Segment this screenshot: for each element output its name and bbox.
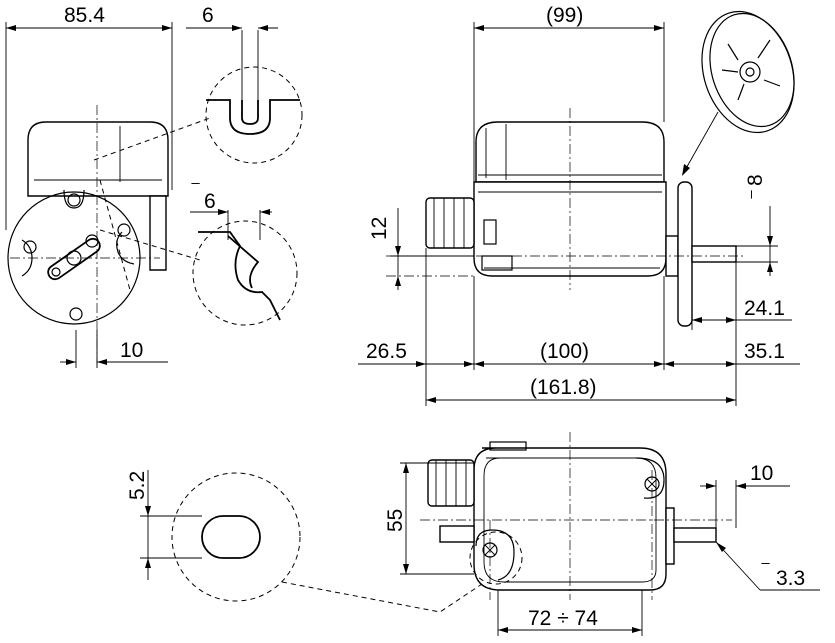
- slot-hole: [201, 515, 261, 559]
- dim-hole-dia: ⁻: [760, 556, 771, 579]
- dim-gland-length: 26.5: [366, 340, 407, 363]
- front-view: 85.4 6 ⁻ 6 10: [5, 4, 303, 368]
- svg-text:3.3: 3.3: [776, 567, 805, 590]
- front-housing-side: [149, 195, 167, 271]
- detail-circle-top: [205, 66, 303, 164]
- dim-box-length-top: (99): [546, 4, 583, 27]
- dim-box-length: (100): [540, 340, 589, 363]
- lever-flange: [677, 181, 693, 327]
- bottom-view: 5.2 55: [126, 432, 820, 636]
- dim-mount-offset: 10: [120, 339, 143, 362]
- dim-shaft-flat: 10: [750, 462, 773, 485]
- detail-circle-mid: [192, 220, 298, 326]
- dim-base-width: 55: [384, 509, 407, 532]
- shaft: [691, 245, 737, 263]
- side-view: (99) 12 ⁻ 8 24.1 26.5 (100: [358, 4, 800, 406]
- bottom-flange: [665, 507, 675, 565]
- dim-slot-height: 5.2: [126, 471, 149, 500]
- dim-mount-spacing: 72 ÷ 74: [528, 607, 598, 630]
- bottom-tab: [439, 525, 475, 543]
- svg-text:8: 8: [744, 174, 767, 186]
- detail-circle-slot: [171, 472, 301, 602]
- svg-text:6: 6: [204, 190, 216, 213]
- bottom-cable-gland: [427, 459, 475, 507]
- dim-slot-mid: ⁻: [190, 176, 201, 199]
- dim-front-width: 85.4: [64, 4, 105, 27]
- lever-isometric: [682, 10, 795, 176]
- cable-gland: [425, 197, 475, 249]
- bottom-shaft: [673, 527, 717, 543]
- dim-total-length: (161.8): [530, 376, 597, 399]
- dim-shaft-length: 24.1: [744, 297, 785, 320]
- dim-cable-height: 12: [368, 217, 391, 240]
- dim-slot-top: 6: [202, 4, 214, 27]
- dim-shaft-offset: 35.1: [744, 340, 785, 363]
- dim-shaft-dia: ⁻: [744, 189, 767, 200]
